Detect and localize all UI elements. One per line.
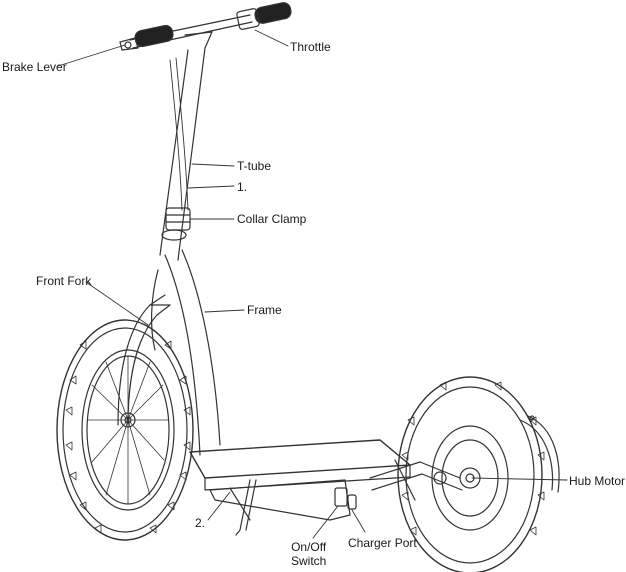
rear-fender-drawing [519,415,560,493]
label-brake-lever: Brake Lever [2,60,67,74]
leader-throttle [254,29,289,47]
leader-one [187,185,235,189]
leader-brake-lever [57,44,126,67]
front-fork-drawing [117,294,171,426]
label-hub-motor: Hub Motor [569,474,626,488]
label-charger-port: Charger Port [348,536,417,550]
label-front-fork: Front Fork [36,274,92,288]
label-on-off-switch: On/Off Switch [291,540,326,568]
handlebar-drawing [119,2,292,51]
switch-charger-drawing [334,487,357,510]
label-t-tube: T-tube [237,159,272,173]
frame-drawing [150,249,221,456]
leader-on-off-switch [312,505,339,539]
leader-hub-motor [471,477,568,481]
label-frame: Frame [247,303,282,317]
label-one: 1. [237,180,248,194]
leader-two [207,491,231,521]
label-on-off-switch-line1: On/Off [291,540,327,554]
leader-lines [57,29,568,539]
leader-frame [204,309,245,313]
label-two: 2. [195,516,206,530]
front-wheel [56,319,194,541]
t-tube-drawing [159,31,213,261]
label-collar-clamp: Collar Clamp [237,212,307,226]
leader-front-fork [85,281,149,326]
label-throttle: Throttle [290,40,331,54]
deck-drawing [189,439,411,521]
label-on-off-switch-line2: Switch [291,554,327,568]
leader-t-tube [191,163,235,167]
leader-charger-port [351,509,366,533]
collar-clamp-drawing [161,207,191,241]
kickstand-drawing [235,479,257,536]
